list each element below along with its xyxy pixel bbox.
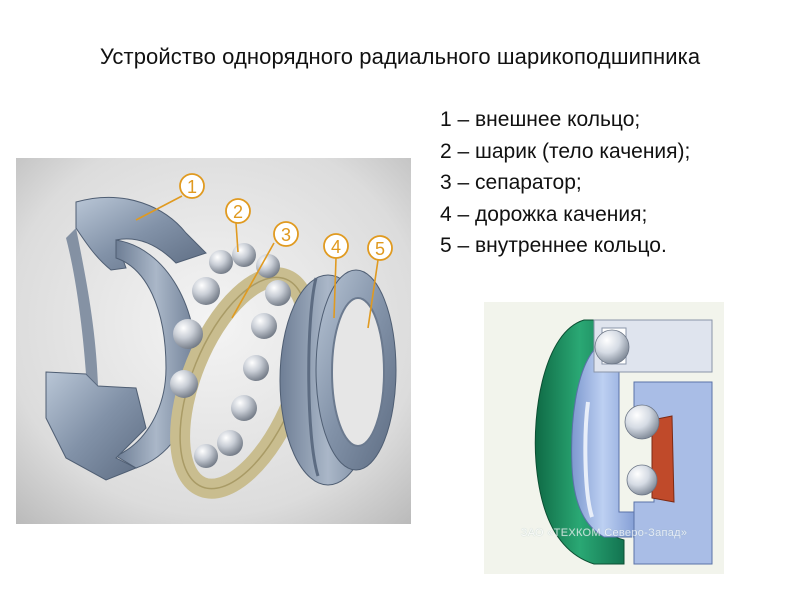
parts-legend: 1 – внешнее кольцо; 2 – шарик (тело каче… xyxy=(440,104,690,262)
legend-item-2: 2 – шарик (тело качения); xyxy=(440,139,691,163)
svg-text:5: 5 xyxy=(375,239,385,259)
ball-middle xyxy=(624,404,660,440)
callout-3: 3 xyxy=(273,221,299,247)
callout-5: 5 xyxy=(367,235,393,261)
legend-item-1: 1 – внешнее кольцо; xyxy=(440,108,641,131)
svg-text:1: 1 xyxy=(187,177,197,197)
svg-text:2: 2 xyxy=(233,202,243,222)
ball-top xyxy=(594,329,630,365)
svg-text:4: 4 xyxy=(331,237,341,257)
legend-item-5: 5 – внутреннее кольцо. xyxy=(440,234,667,257)
callout-2: 2 xyxy=(225,198,251,224)
ball-lower xyxy=(626,464,658,496)
legend-item-4: 4 – дорожка качения; xyxy=(440,202,648,226)
callout-leaders xyxy=(135,195,379,329)
exploded-bearing-illustration: 1 2 3 4 5 xyxy=(16,158,411,524)
legend-item-3: 3 – сепаратор; xyxy=(440,171,582,194)
callout-4: 4 xyxy=(323,233,349,259)
callout-1: 1 xyxy=(179,173,205,199)
slide-title: Устройство однорядного радиального шарик… xyxy=(99,44,701,69)
bearing-cross-section-illustration xyxy=(484,302,724,574)
inner-ring-shape xyxy=(279,269,397,486)
svg-text:3: 3 xyxy=(281,225,291,245)
watermark-text: ЗАО «ТЕХКОМ Северо-Запад» xyxy=(520,527,688,539)
